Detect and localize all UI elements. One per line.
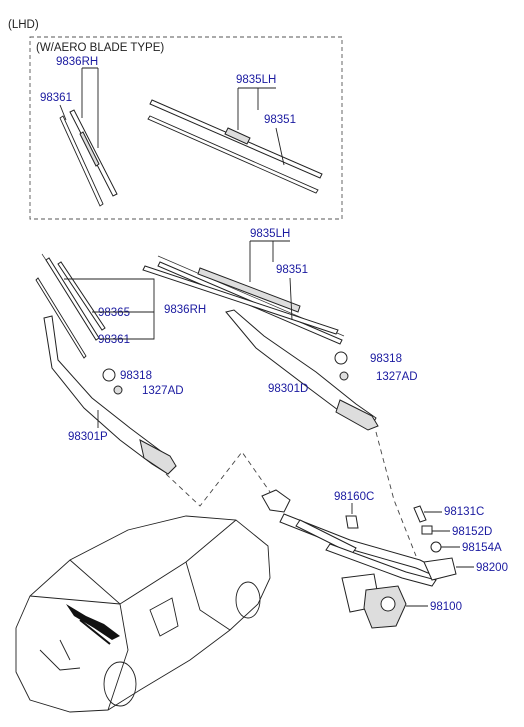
rh-nut[interactable] (113, 385, 123, 395)
wiper-linkage[interactable] (261, 489, 457, 587)
lh-arm-label[interactable]: 98301D (268, 383, 308, 395)
rh-refill-b-label[interactable]: 98361 (98, 334, 130, 346)
lh-wiper-arm[interactable] (225, 309, 379, 431)
aero-lh-blade[interactable] (147, 99, 323, 194)
rh-wiper-blade[interactable] (35, 253, 106, 359)
assembly-line-rh (165, 451, 271, 507)
bracket-label[interactable]: 98160C (334, 491, 374, 503)
assembly-line-lh (375, 431, 417, 557)
bushing-label[interactable]: 98152D (452, 526, 492, 538)
rh-wiper-arm[interactable] (43, 315, 177, 475)
rh-assy-leader (64, 278, 155, 340)
aero-rh-refill-label[interactable]: 98361 (40, 92, 72, 104)
aero-variant-label: (W/AERO BLADE TYPE) (36, 42, 164, 54)
bolt[interactable] (413, 505, 427, 523)
lh-assy-label[interactable]: 9835LH (250, 228, 290, 240)
aero-blade-box (29, 36, 343, 220)
motor-label[interactable]: 98100 (430, 601, 462, 613)
washer-label[interactable]: 98154A (462, 542, 502, 554)
aero-rh-leader (81, 67, 99, 148)
rh-cap[interactable] (102, 368, 116, 382)
lh-cap[interactable] (334, 351, 348, 365)
bracket[interactable] (345, 515, 359, 529)
rh-nut-label[interactable]: 1327AD (142, 385, 184, 397)
aero-rh-assy-label[interactable]: 9836RH (56, 56, 98, 68)
bolt-label[interactable]: 98131C (444, 506, 484, 518)
lh-cap-label[interactable]: 98318 (370, 353, 402, 365)
aero-lh-leader (237, 87, 285, 166)
aero-rh-refill-leader (59, 104, 67, 121)
lh-nut[interactable] (339, 371, 349, 381)
rh-cap-label[interactable]: 98318 (120, 370, 152, 382)
washer[interactable] (430, 541, 442, 553)
car-illustration (15, 515, 271, 713)
rh-assy-label[interactable]: 9836RH (164, 304, 206, 316)
rh-arm-label[interactable]: 98301P (68, 431, 108, 443)
lh-assy-leader (249, 240, 293, 321)
rh-refill-a-label[interactable]: 98365 (98, 307, 130, 319)
aero-rh-blade[interactable] (59, 109, 118, 207)
linkage-label[interactable]: 98200 (476, 562, 508, 574)
lh-refill-label[interactable]: 98351 (276, 264, 308, 276)
bushing[interactable] (421, 525, 433, 535)
lh-wiper-blade[interactable] (142, 255, 345, 345)
wiper-motor[interactable] (341, 573, 407, 629)
lh-nut-label[interactable]: 1327AD (376, 371, 418, 383)
aero-lh-assy-label[interactable]: 9835LH (236, 74, 276, 86)
region-label: (LHD) (8, 19, 39, 31)
aero-lh-refill-label[interactable]: 98351 (264, 114, 296, 126)
